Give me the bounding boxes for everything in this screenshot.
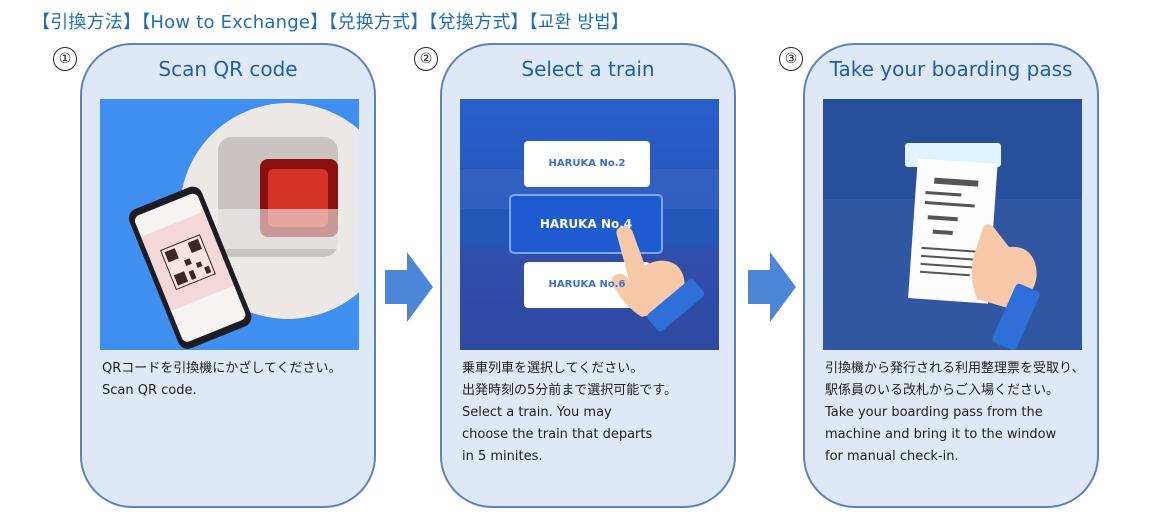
step-2-card: Select a train HARUKA No.2 HARUKA No.4 H… [440, 43, 736, 508]
desc-line: 駅係員のいる改札からご入場ください。 [825, 383, 1060, 398]
next-arrow-icon [748, 252, 796, 322]
step-3-card: Take your boarding pass 引換機から発行される利用整理票を [803, 43, 1099, 508]
desc-line: in 5 minites. [462, 449, 543, 464]
next-arrow-icon [385, 252, 433, 322]
desc-line: Scan QR code. [102, 383, 197, 398]
desc-line: for manual check-in. [825, 449, 959, 464]
train-option-haruka-2[interactable]: HARUKA No.2 [548, 158, 626, 169]
desc-line: choose the train that departs [462, 427, 653, 442]
step-3-title: Take your boarding pass [829, 57, 1073, 81]
desc-line: QRコードを引換機にかざしてください。 [102, 361, 342, 376]
boarding-pass-illustration [823, 99, 1082, 350]
train-option-haruka-6[interactable]: HARUKA No.6 [548, 279, 626, 290]
page-heading: 【引換方法】【How to Exchange】【兑换方式】【兌換方式】【교환 방… [32, 12, 630, 33]
step-1-card: Scan QR code QRコードを引換機 [80, 43, 376, 508]
step-2-description: 乗車列車を選択してください。 出発時刻の5分前まで選択可能です。 Select … [462, 358, 728, 468]
train-option-haruka-4[interactable]: HARUKA No.4 [539, 217, 633, 231]
step-2-title: Select a train [521, 57, 655, 81]
desc-line: Take your boarding pass from the [825, 405, 1043, 420]
select-train-illustration [460, 99, 719, 350]
scan-qr-illustration [100, 99, 359, 350]
desc-line: 乗車列車を選択してください。 [462, 361, 644, 376]
step-1-title: Scan QR code [158, 57, 298, 81]
desc-line: 引換機から発行される利用整理票を受取り、 [825, 361, 1085, 376]
step-1-number: ① [53, 47, 77, 71]
desc-line: Select a train. You may [462, 405, 612, 420]
step-1-description: QRコードを引換機にかざしてください。 Scan QR code. [102, 358, 368, 402]
step-2-number: ② [414, 47, 438, 71]
step-3-number: ③ [779, 47, 803, 71]
desc-line: machine and bring it to the window [825, 427, 1057, 442]
step-3-description: 引換機から発行される利用整理票を受取り、 駅係員のいる改札からご入場ください。 … [825, 358, 1091, 468]
desc-line: 出発時刻の5分前まで選択可能です。 [462, 383, 677, 398]
